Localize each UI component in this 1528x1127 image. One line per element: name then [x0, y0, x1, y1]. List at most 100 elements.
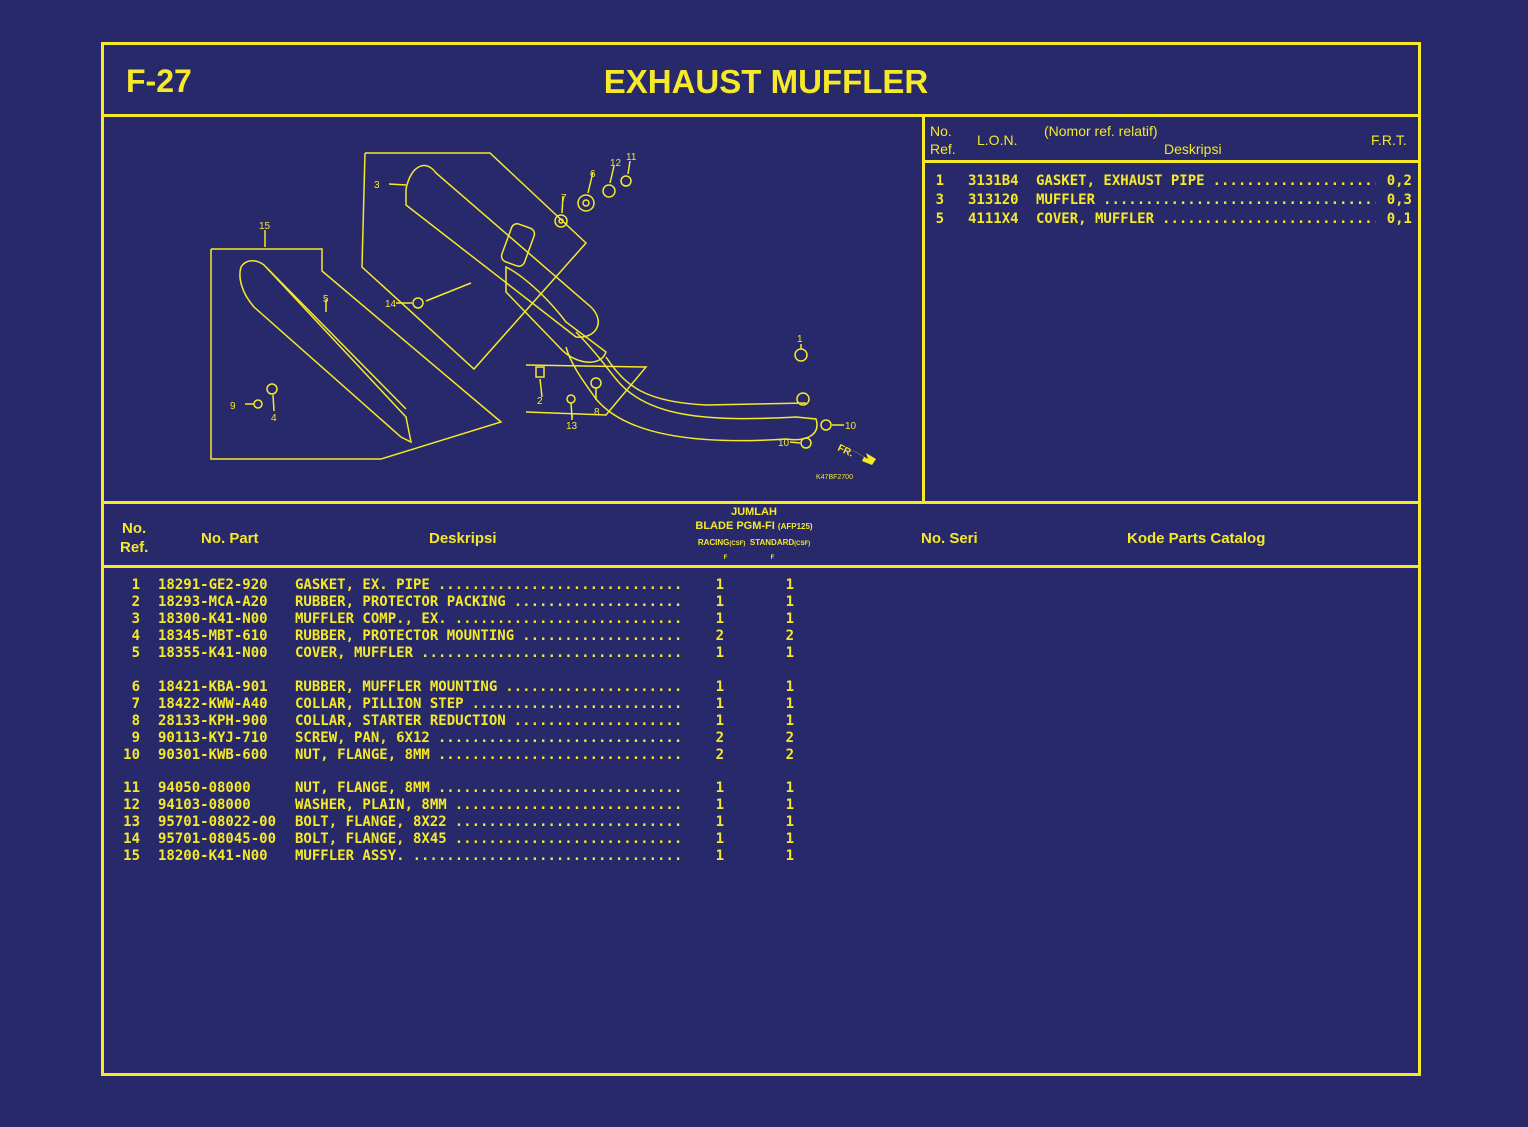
- part-number: 18421-KBA-901: [158, 679, 268, 695]
- part-ref: 10: [123, 747, 140, 763]
- qty-racing: 1: [715, 577, 724, 593]
- frt-description: MUFFLER: [1036, 192, 1096, 208]
- part-number: 95701-08045-00: [158, 831, 277, 847]
- part-ref: 2: [131, 594, 140, 610]
- part-leader-dots: ........................................…: [454, 797, 683, 813]
- diagram-divider: [922, 117, 925, 504]
- parts-header-seri: No. Seri: [921, 530, 978, 547]
- figure-code: F-27: [126, 63, 192, 99]
- pipe-bracket: [525, 364, 648, 416]
- part-leader-dots: ........................................…: [522, 628, 683, 644]
- part-number: 94050-08000: [158, 780, 251, 796]
- part-ref: 15: [123, 848, 140, 864]
- muffler-body: [405, 164, 599, 338]
- cover-group-box: [210, 248, 503, 460]
- frt-time: 0,1: [1386, 211, 1412, 227]
- part-number: 90113-KYJ-710: [158, 730, 268, 746]
- front-arrow-label: FR.: [836, 443, 855, 460]
- frt-time: 0,2: [1386, 173, 1412, 189]
- qty-standard: 1: [785, 848, 794, 864]
- part-number: 95701-08022-00: [158, 814, 277, 830]
- part-number: 18293-MCA-A20: [158, 594, 268, 610]
- qty-racing: 1: [715, 713, 724, 729]
- front-arrow-icon: [850, 449, 876, 465]
- callout-6: 6: [590, 169, 596, 180]
- part-number: 18345-MBT-610: [158, 628, 268, 644]
- parts-header-part: No. Part: [201, 530, 259, 547]
- qty-standard: 1: [785, 713, 794, 729]
- part-description: GASKET, EX. PIPE: [295, 577, 430, 593]
- part-ref: 9: [131, 730, 140, 746]
- muffler-group-box: [361, 152, 588, 371]
- part-ref: 5: [131, 645, 140, 661]
- qty-racing: 2: [715, 747, 724, 763]
- qty-racing: 1: [715, 611, 724, 627]
- part-description: BOLT, FLANGE, 8X45: [295, 831, 447, 847]
- qty-racing: 1: [715, 814, 724, 830]
- callout-1: 1: [797, 334, 803, 345]
- part-ref: 14: [123, 831, 140, 847]
- part-number: 18422-KWW-A40: [158, 696, 268, 712]
- callout-5: 5: [323, 294, 329, 305]
- frt-ref: 5: [935, 211, 944, 227]
- qty-standard: 1: [785, 577, 794, 593]
- qty-standard: 1: [785, 780, 794, 796]
- parts-header-deskripsi: Deskripsi: [429, 530, 497, 547]
- frt-description: COVER, MUFFLER: [1036, 211, 1155, 227]
- part-number: 18291-GE2-920: [158, 577, 268, 593]
- frt-leader-dots: ........................................…: [1103, 192, 1376, 208]
- qty-racing: 2: [715, 628, 724, 644]
- exploded-parts-diagram: FR. K47BF2700 1 2 3 4 5 6 7 8 9 10 10 11…: [210, 152, 876, 481]
- variant-labels: RACING(CSF) STANDARD(CSF): [697, 538, 811, 547]
- part-leader-dots: ........................................…: [412, 848, 683, 864]
- frt-header-no: No.: [930, 123, 952, 139]
- qty-racing: 1: [715, 780, 724, 796]
- frt-leader-dots: ........................................…: [1212, 173, 1376, 189]
- parts-header-jumlah: JUMLAH BLADE PGM-FI (AFP125) RACING(CSF)…: [684, 505, 824, 565]
- callout-15: 15: [259, 221, 271, 232]
- frt-header-divider: [925, 160, 1421, 163]
- part-description: RUBBER, MUFFLER MOUNTING: [295, 679, 498, 695]
- qty-racing: 1: [715, 797, 724, 813]
- part-leader-dots: ........................................…: [437, 730, 683, 746]
- frt-leader-dots: ........................................…: [1162, 211, 1376, 227]
- part-leader-dots: ........................................…: [513, 594, 683, 610]
- part-description: MUFFLER COMP., EX.: [295, 611, 447, 627]
- part-leader-dots: ........................................…: [454, 611, 683, 627]
- qty-standard: 2: [785, 730, 794, 746]
- frt-lon: 4111X4: [968, 211, 1019, 227]
- part-leader-dots: ........................................…: [454, 814, 683, 830]
- parts-header-divider: [104, 565, 1418, 568]
- qty-racing: 1: [715, 645, 724, 661]
- callout-10a: 10: [845, 421, 857, 432]
- part-number: 18300-K41-N00: [158, 611, 268, 627]
- part-leader-dots: ........................................…: [454, 831, 683, 847]
- frt-header-lon: L.O.N.: [977, 132, 1018, 148]
- parts-header-no: No.: [122, 520, 147, 537]
- part-leader-dots: ........................................…: [513, 713, 683, 729]
- part-leader-dots: ........................................…: [437, 747, 683, 763]
- callout-9: 9: [230, 401, 236, 412]
- qty-standard: 1: [785, 696, 794, 712]
- frt-header-ref: Ref.: [930, 141, 956, 157]
- model-label: BLADE PGM-FI (AFP125): [695, 520, 813, 532]
- qty-racing: 2: [715, 730, 724, 746]
- qty-standard: 1: [785, 814, 794, 830]
- qty-standard: 1: [785, 611, 794, 627]
- qty-racing: 1: [715, 679, 724, 695]
- parts-header-kode: Kode Parts Catalog: [1127, 530, 1266, 547]
- part-ref: 7: [131, 696, 140, 712]
- part-ref: 13: [123, 814, 140, 830]
- part-number: 90301-KWB-600: [158, 747, 268, 763]
- frt-ref: 1: [935, 173, 944, 189]
- qty-standard: 1: [785, 679, 794, 695]
